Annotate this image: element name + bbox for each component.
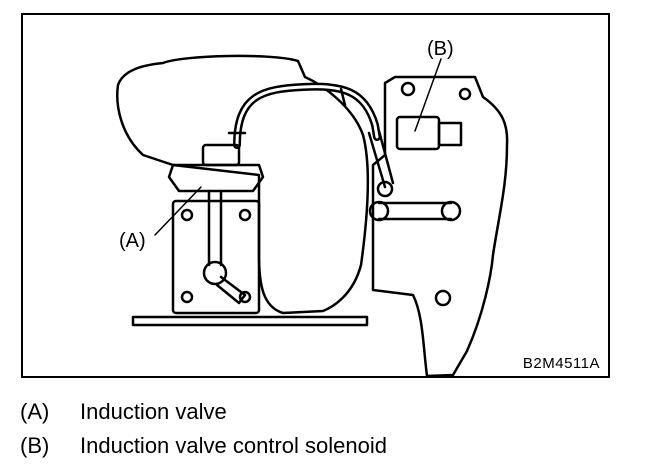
actuator-cap [201,143,241,167]
right-bracket [371,75,509,376]
link-rod-pivot [376,180,394,198]
leader-line-b [414,58,442,132]
actuator-rod [207,189,223,267]
actuator-diaphragm [167,163,265,193]
engine-diagram: (A) (B) [116,38,509,376]
manifold-flange [131,315,369,327]
valve-bolt [238,208,252,222]
hose-clamp [227,87,347,135]
vacuum-hose-inner [235,85,379,147]
valve-shaft [202,260,228,286]
bracket-hole [434,289,452,307]
valve-bolt [180,208,194,222]
linkage-pivot [440,200,462,222]
legend-item-b: (B) Induction valve control solenoid [20,433,387,459]
callout-b: (B) [427,38,454,60]
legend-text: Induction valve [80,399,227,424]
valve-lever [215,275,247,305]
valve-bolt [180,290,194,304]
valve-bolt [238,290,252,304]
link-rod [367,129,395,189]
leader-line-a [154,186,202,236]
legend-key: (B) [20,433,50,458]
legend-text: Induction valve control solenoid [80,433,387,458]
solenoid-connector [437,121,463,147]
figure-code: B2M4511A [522,355,600,372]
legend-key: (A) [20,399,50,424]
bracket-hole [400,81,416,97]
legend-item-a: (A) Induction valve [20,399,227,425]
manifold-body [116,54,370,315]
callout-a: (A) [119,230,146,252]
figure-frame: (A) (B) B2M4511A [21,13,610,378]
linkage-pivot [368,200,390,222]
bracket-hole [458,87,472,101]
valve-housing [171,199,261,315]
linkage-arm [377,201,453,221]
